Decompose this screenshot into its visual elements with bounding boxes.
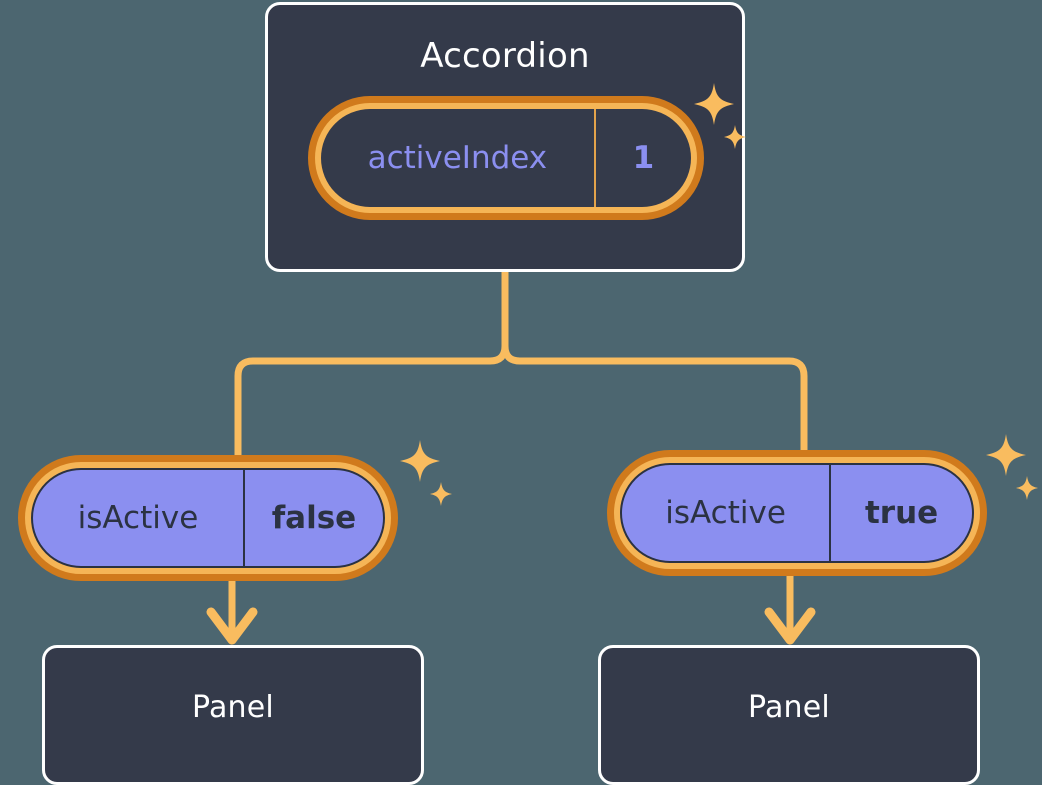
sparkle-group-left — [396, 440, 458, 522]
component-node-panel-left[interactable]: Panel — [42, 645, 424, 785]
state-pill-body: isActive true — [620, 463, 974, 563]
sparkle-star-icon — [986, 434, 1026, 476]
state-pill-is-active-true[interactable]: isActive true — [607, 450, 987, 576]
state-value: true — [829, 465, 972, 561]
sparkle-group-right — [982, 434, 1042, 516]
sparkle-star-small-icon — [1016, 476, 1038, 500]
state-key: isActive — [77, 499, 199, 536]
component-title: Accordion — [420, 36, 590, 76]
sparkle-star-small-icon — [430, 482, 452, 506]
component-title: Panel — [192, 690, 274, 725]
component-title: Panel — [748, 690, 830, 725]
sparkle-star-icon — [400, 440, 440, 482]
connector-fork-path — [234, 268, 808, 466]
state-key: activeIndex — [367, 139, 548, 176]
state-key: isActive — [665, 494, 786, 531]
state-value: 1 — [593, 109, 691, 207]
state-pill-active-index[interactable]: activeIndex 1 — [308, 96, 704, 220]
state-value: false — [242, 470, 383, 566]
state-pill-body: activeIndex 1 — [321, 109, 691, 207]
arrow-down-icon-right — [764, 573, 816, 645]
component-node-panel-right[interactable]: Panel — [598, 645, 980, 785]
state-pill-body: isActive false — [31, 468, 385, 568]
arrow-down-icon-left — [206, 578, 258, 645]
state-pill-is-active-false[interactable]: isActive false — [18, 455, 398, 581]
